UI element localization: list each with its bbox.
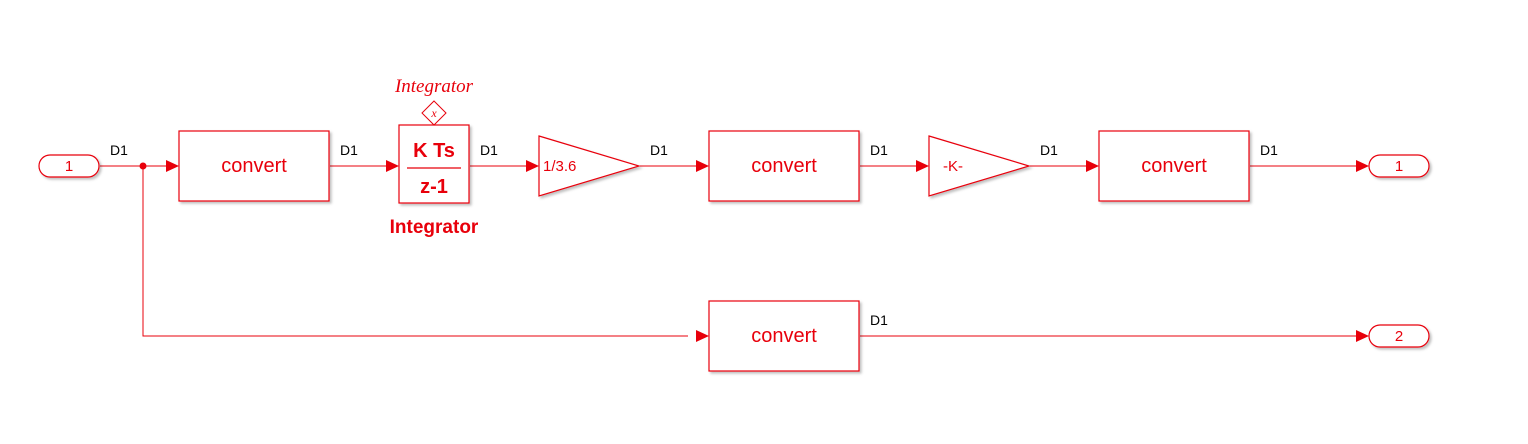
gain-block-2-value: -K- — [943, 158, 963, 175]
arrowhead — [1356, 160, 1369, 172]
outport-1-label: 1 — [1395, 158, 1403, 175]
convert-block-1[interactable]: convert — [178, 130, 330, 202]
arrowhead — [696, 330, 709, 342]
arrowhead — [166, 160, 179, 172]
signal-type-label: D1 — [870, 142, 888, 158]
gain-block-1-value: 1/3.6 — [543, 158, 576, 175]
arrowhead — [1356, 330, 1369, 342]
integrator-state-marker: x — [421, 100, 447, 126]
signal-type-label: D1 — [480, 142, 498, 158]
convert-block-2[interactable]: convert — [708, 130, 860, 202]
arrowhead — [386, 160, 399, 172]
inport-1[interactable]: 1 — [38, 154, 100, 178]
outport-2[interactable]: 2 — [1368, 324, 1430, 348]
state-mark: x — [430, 106, 437, 120]
integrator-numerator: K Ts — [413, 140, 455, 162]
signal-type-label: D1 — [110, 142, 128, 158]
integrator-block[interactable]: K Ts z-1 — [398, 124, 470, 204]
convert-block-4[interactable]: convert — [708, 300, 860, 372]
integrator-denominator: z-1 — [420, 176, 448, 198]
arrowhead — [696, 160, 709, 172]
signal-type-label: D1 — [870, 312, 888, 328]
convert-block-2-label: convert — [751, 155, 817, 177]
outport-1[interactable]: 1 — [1368, 154, 1430, 178]
convert-block-4-label: convert — [751, 325, 817, 347]
branch-point — [139, 162, 147, 170]
signal-type-label: D1 — [1260, 142, 1278, 158]
signal-type-label: D1 — [1040, 142, 1058, 158]
convert-block-1-label: convert — [221, 155, 287, 177]
arrowhead — [916, 160, 929, 172]
outport-2-label: 2 — [1395, 328, 1403, 345]
inport-1-label: 1 — [65, 158, 73, 175]
convert-block-3-label: convert — [1141, 155, 1207, 177]
signal-type-label: D1 — [340, 142, 358, 158]
signal-type-label: D1 — [650, 142, 668, 158]
signal-line[interactable] — [142, 166, 688, 337]
convert-block-3[interactable]: convert — [1098, 130, 1250, 202]
arrowhead — [526, 160, 539, 172]
integrator-block-name[interactable]: Integrator — [390, 217, 479, 238]
gain-block-2[interactable]: -K- — [928, 135, 1032, 197]
arrowhead — [1086, 160, 1099, 172]
integrator-annotation: Integrator — [394, 76, 474, 97]
gain-block-1[interactable]: 1/3.6 — [538, 135, 642, 197]
